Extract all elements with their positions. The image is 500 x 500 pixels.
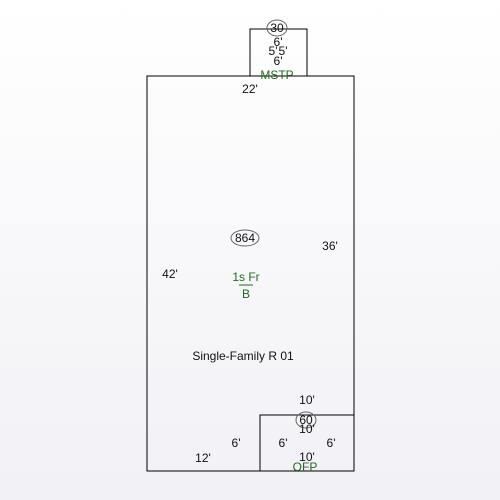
mstp-area: 30 [270, 21, 284, 35]
mstp-dim-bottom: 6' [274, 54, 283, 68]
main-dim-left: 42' [162, 267, 178, 281]
main-dim-right: 36' [322, 239, 338, 253]
ofp-dim-left-outer: 6' [232, 436, 241, 450]
mstp-area-badge [266, 19, 288, 37]
mstp-code: MSTP [260, 68, 293, 82]
main-area: 864 [235, 231, 255, 245]
ofp-dim-top-outer: 10' [299, 393, 315, 407]
ofp-dim-left-inner: 6' [279, 436, 288, 450]
main-basement-label: B [242, 287, 250, 301]
ofp-area: 60 [299, 413, 313, 427]
ofp-outline [259, 414, 355, 472]
main-area-badge [230, 229, 260, 247]
mstp-dim-top: 6' [274, 35, 283, 49]
mstp-outline [249, 28, 308, 77]
ofp-dim-bottom: 10' [299, 450, 315, 464]
mstp-dim-right: 5' [279, 44, 288, 58]
main-construction-label: 1s Fr [232, 270, 259, 284]
main-dim-bottom: 12' [195, 451, 211, 465]
main-dim-top: 22' [242, 82, 258, 96]
ofp-area-badge [295, 411, 317, 429]
occupancy-label: Single-Family R 01 [192, 349, 294, 363]
ofp-dim-right: 6' [327, 436, 336, 450]
ofp-dim-top-inner: 10' [299, 422, 315, 436]
mstp-dim-left: 5' [269, 44, 278, 58]
ofp-code: OFP [293, 460, 318, 474]
